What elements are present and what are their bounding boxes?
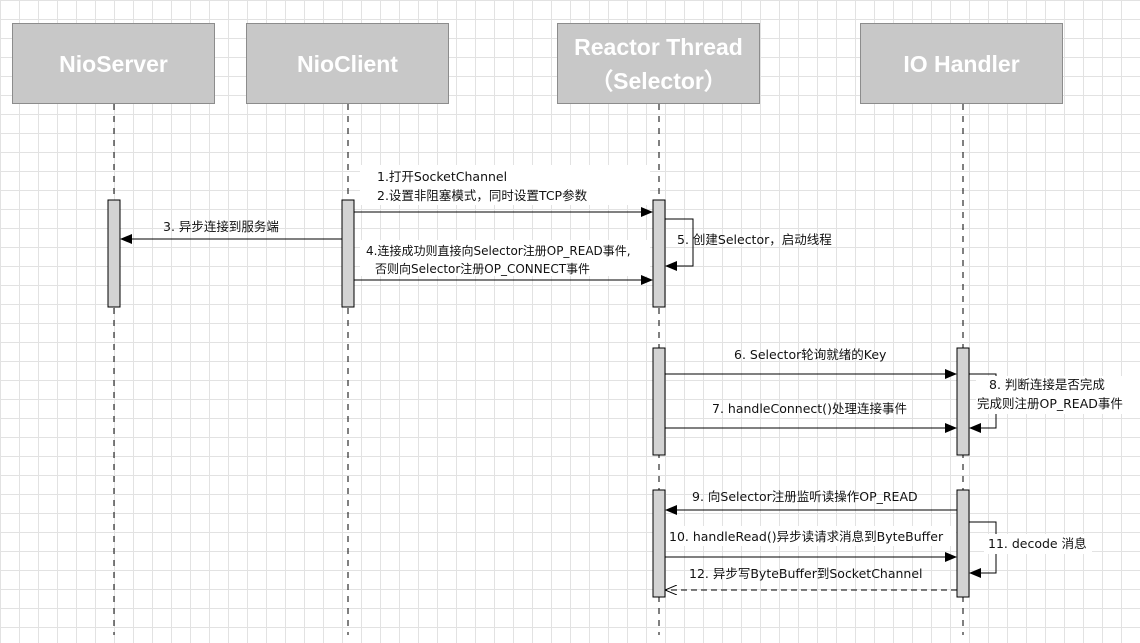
participant-nioclient-label: NioClient	[297, 50, 398, 77]
message-10-label: 10. handleRead()异步读请求消息到ByteBuffer	[669, 529, 944, 544]
message-4-label-line1: 4.连接成功则直接向Selector注册OP_READ事件,	[366, 243, 631, 258]
participant-io-handler-label: IO Handler	[903, 50, 1020, 77]
message-label-bg-10	[666, 526, 956, 546]
message-9-label: 9. 向Selector注册监听读操作OP_READ	[692, 489, 918, 504]
message-5-self-arrow	[665, 218, 694, 271]
activation-reactor-1	[652, 199, 666, 308]
participant-nioserver: NioServer	[12, 23, 215, 104]
message-12-label: 12. 异步写ByteBuffer到SocketChannel	[689, 566, 923, 581]
participant-reactor-thread-label: Reactor Thread （Selector）	[574, 33, 743, 94]
activation-nioclient	[341, 199, 355, 308]
message-2-label: 2.设置非阻塞模式，同时设置TCP参数	[377, 188, 588, 203]
message-5-label: 5. 创建Selector，启动线程	[677, 232, 832, 247]
message-1-label: 1.打开SocketChannel	[377, 169, 507, 184]
message-3-label: 3. 异步连接到服务端	[163, 219, 279, 234]
participant-nioserver-label: NioServer	[59, 50, 168, 77]
activation-nioserver	[107, 199, 121, 308]
participant-io-handler: IO Handler	[860, 23, 1063, 104]
message-8-label-line1: 8. 判断连接是否完成	[989, 377, 1105, 392]
activation-reactor-2	[652, 347, 666, 456]
activation-reactor-3	[652, 489, 666, 598]
message-8-label-line2: 完成则注册OP_READ事件	[977, 396, 1123, 411]
message-6-label: 6. Selector轮询就绪的Key	[734, 347, 887, 362]
participant-nioclient: NioClient	[246, 23, 449, 104]
message-label-bg-8	[976, 376, 1140, 414]
message-label-bg-4	[360, 240, 650, 276]
participant-reactor-thread: Reactor Thread （Selector）	[557, 23, 760, 104]
activation-iohandler-1	[956, 347, 970, 456]
activation-iohandler-2	[956, 489, 970, 598]
message-7-label: 7. handleConnect()处理连接事件	[712, 401, 907, 416]
message-4-label-line2: 否则向Selector注册OP_CONNECT事件	[375, 261, 590, 276]
message-11-label: 11. decode 消息	[988, 536, 1087, 551]
message-label-bg-1	[360, 165, 650, 205]
message-label-bg-11	[984, 534, 1092, 554]
